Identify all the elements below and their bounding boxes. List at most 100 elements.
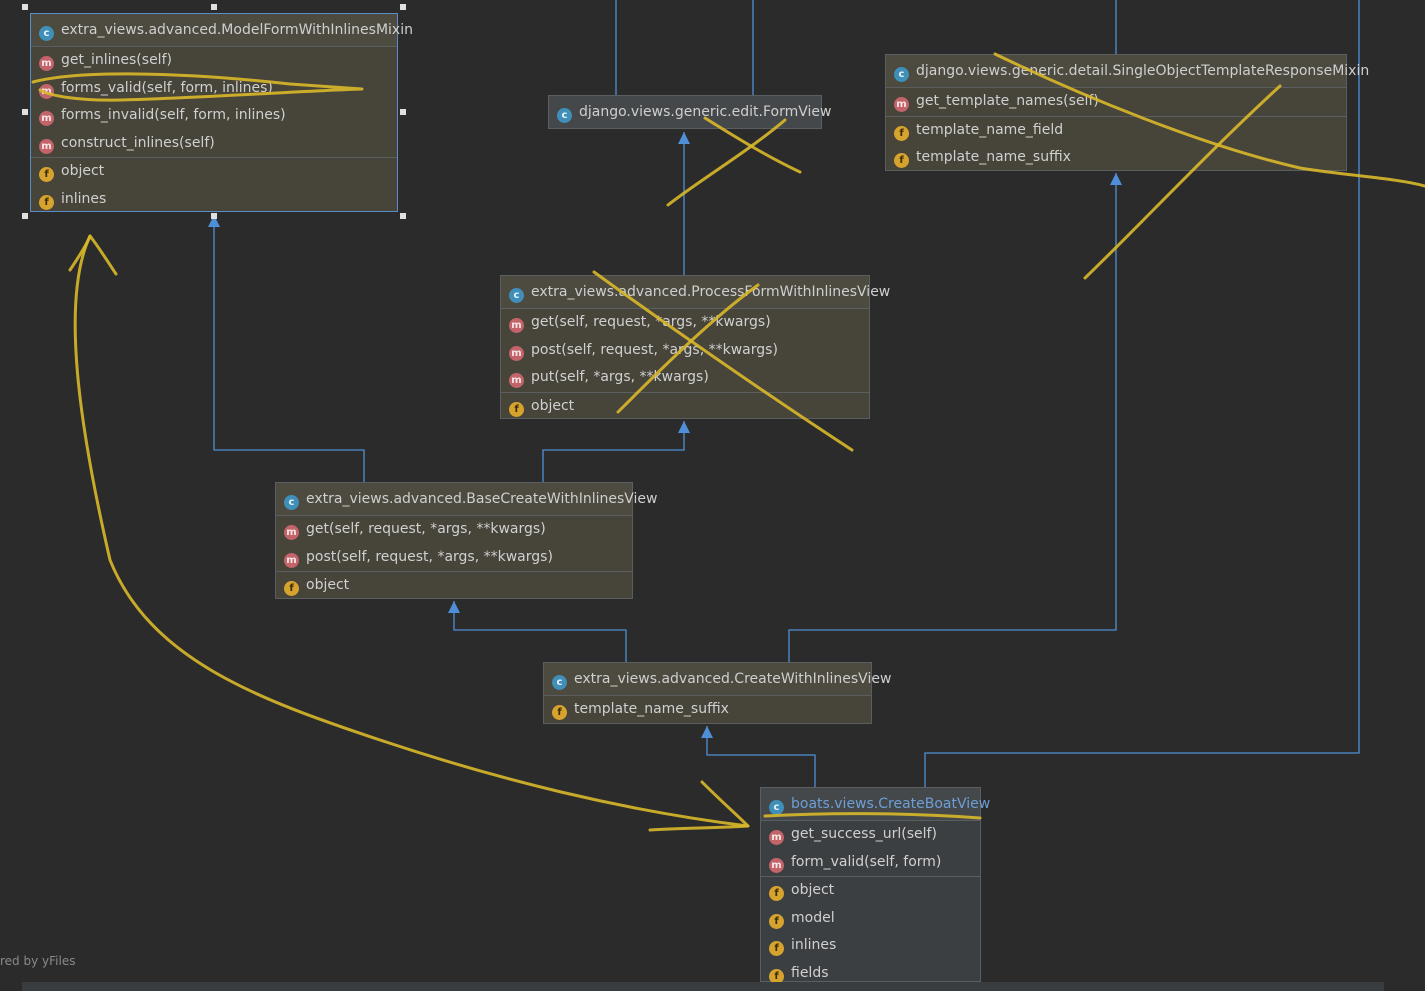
inheritance-arrowhead [678, 132, 690, 144]
method-name: form_valid(self, form) [791, 853, 942, 870]
field-name: template_name_suffix [916, 149, 1071, 165]
class-header: c extra_views.advanced.ModelFormWithInlin… [31, 14, 413, 47]
edge-createboat-to-createwith[interactable] [706, 726, 816, 787]
class-icon: c [39, 26, 54, 41]
edge-basecreate-to-mixin[interactable] [213, 215, 365, 482]
edge-createboat-to-right[interactable] [924, 0, 1360, 787]
method-name: post(self, request, *args, **kwargs) [531, 341, 778, 358]
class-header: c extra_views.advanced.CreateWithInlinesV… [544, 663, 891, 696]
member-row[interactable]: m post(self, request, *args, **kwargs) [276, 544, 632, 572]
field-name: template_name_field [916, 121, 1064, 138]
class-name: extra_views.advanced.ModelFormWithInline… [61, 22, 413, 38]
inheritance-arrowhead [701, 726, 713, 738]
class-name: boats.views.CreateBoatView [791, 796, 991, 812]
member-row[interactable]: m form_valid(self, form) [761, 849, 980, 877]
inheritance-arrowhead [208, 215, 220, 227]
selection-handle[interactable] [22, 4, 28, 10]
selection-handle[interactable] [400, 213, 406, 219]
inheritance-arrowhead [1110, 173, 1122, 185]
field-name: template_name_suffix [574, 701, 729, 717]
method-icon: m [39, 111, 54, 126]
selection-handle[interactable] [400, 4, 406, 10]
method-name: get_inlines(self) [61, 52, 172, 68]
method-name: forms_invalid(self, form, inlines) [61, 107, 286, 123]
field-icon: f [284, 581, 299, 596]
class-icon: c [284, 495, 299, 510]
class-node-model-form-with-inlines-mixin[interactable]: c extra_views.advanced.ModelFormWithInlin… [30, 13, 413, 214]
method-icon: m [769, 857, 784, 873]
edge-createwith-to-singleobject[interactable] [788, 173, 1117, 662]
edge-basecreate-to-processform[interactable] [542, 421, 685, 482]
method-name: get_success_url(self) [791, 826, 937, 842]
method-icon: m [39, 83, 54, 99]
member-row[interactable]: f template_name_suffix [886, 144, 1346, 172]
field-icon: f [509, 401, 524, 417]
method-icon: m [894, 97, 909, 112]
member-row[interactable]: m get(self, request, *args, **kwargs) [276, 516, 632, 544]
method-icon: m [509, 373, 524, 388]
method-icon: m [769, 830, 784, 845]
field-icon: f [769, 941, 784, 956]
method-icon: m [39, 138, 54, 154]
edge-createwith-to-basecreate[interactable] [453, 601, 627, 662]
class-name: extra_views.advanced.ProcessFormWithInli… [531, 284, 891, 300]
member-row[interactable]: m forms_valid(self, form, inlines) [31, 75, 397, 103]
method-icon: m [284, 525, 299, 540]
selection-handle[interactable] [22, 109, 28, 115]
class-icon: c [894, 67, 909, 82]
yfiles-credit: red by yFiles [0, 954, 76, 968]
class-name: django.views.generic.edit.FormView [579, 104, 832, 120]
field-name: object [791, 882, 835, 898]
field-icon: f [894, 125, 909, 141]
member-row[interactable]: m forms_invalid(self, form, inlines) [31, 102, 397, 130]
inheritance-arrowhead [448, 601, 460, 613]
horizontal-scrollbar[interactable] [22, 982, 1384, 991]
field-name: object [531, 397, 575, 414]
member-row[interactable]: f inlines [761, 932, 980, 960]
field-name: inlines [791, 937, 837, 953]
selection-handle[interactable] [22, 213, 28, 219]
class-node-process-form-with-inlines-view[interactable]: c extra_views.advanced.ProcessFormWithInl… [500, 275, 890, 421]
class-icon: c [552, 675, 567, 690]
method-name: put(self, *args, **kwargs) [531, 369, 709, 385]
member-row[interactable]: m get_success_url(self) [761, 821, 980, 849]
method-icon: m [284, 552, 299, 568]
selection-handle[interactable] [211, 4, 217, 10]
class-icon: c [509, 288, 524, 303]
field-name: inlines [61, 190, 107, 207]
method-name: get(self, request, *args, **kwargs) [306, 521, 546, 537]
selection-handle[interactable] [400, 109, 406, 115]
method-name: get(self, request, *args, **kwargs) [531, 314, 771, 330]
class-node-create-with-inlines-view[interactable]: c extra_views.advanced.CreateWithInlinesV… [543, 662, 891, 724]
field-icon: f [894, 153, 909, 168]
member-row[interactable]: f template_name_field [886, 115, 1346, 145]
method-name: post(self, request, *args, **kwargs) [306, 548, 553, 565]
method-name: forms_valid(self, form, inlines) [61, 79, 273, 96]
field-name: object [61, 163, 105, 179]
class-name: extra_views.advanced.CreateWithInlinesVi… [574, 671, 892, 687]
field-icon: f [769, 886, 784, 901]
field-name: fields [791, 964, 829, 981]
selection-handle[interactable] [211, 213, 217, 219]
member-row[interactable]: m put(self, *args, **kwargs) [501, 364, 869, 392]
